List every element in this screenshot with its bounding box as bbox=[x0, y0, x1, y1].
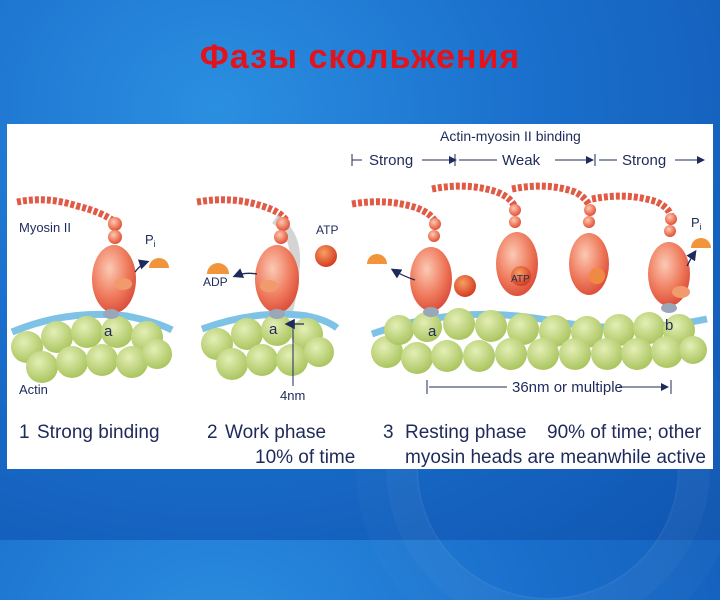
slide-title: Фазы скольжения bbox=[0, 38, 720, 77]
myosin-head-weak bbox=[569, 233, 609, 295]
panel-3-resting-phase bbox=[352, 186, 711, 394]
caption-3b: 90% of time; other bbox=[547, 422, 702, 443]
neck-bead bbox=[108, 217, 122, 231]
caption-3-number: 3 bbox=[383, 422, 394, 443]
myosin-tail bbox=[352, 202, 435, 222]
binding-site-a bbox=[423, 307, 439, 317]
caption-2a: Work phase bbox=[225, 422, 326, 443]
myosin-head bbox=[92, 245, 136, 313]
release-arrow bbox=[687, 252, 695, 266]
phosphate-icon bbox=[149, 258, 169, 268]
myosin-label: Myosin II bbox=[19, 220, 71, 235]
adp-label: ADP bbox=[203, 275, 228, 289]
binding-site-a bbox=[269, 309, 285, 319]
site-a-label-1: a bbox=[104, 323, 113, 340]
neck-bead bbox=[274, 230, 288, 244]
caption-3c: myosin heads are meanwhile active bbox=[405, 447, 706, 468]
site-a-label-2: a bbox=[269, 321, 278, 338]
myosin-tail bbox=[197, 200, 287, 222]
caption-3a: Resting phase bbox=[405, 422, 526, 443]
caption-1-number: 1 bbox=[19, 422, 30, 443]
adp-icon bbox=[207, 263, 229, 274]
phase-strong-1: Strong bbox=[369, 152, 413, 169]
caption-2-number: 2 bbox=[207, 422, 218, 443]
adp-icon bbox=[367, 254, 387, 264]
myosin-head-strong bbox=[410, 247, 452, 311]
actin-myosin-diagram: Actin-myosin II binding Strong Weak Stro… bbox=[7, 124, 713, 469]
myosin-head-weak bbox=[496, 232, 538, 296]
myosin-head bbox=[255, 245, 299, 313]
caption-1: Strong binding bbox=[37, 422, 160, 443]
myosin-tail bbox=[592, 196, 671, 216]
neck-bead bbox=[108, 230, 122, 244]
pi-label-1: Pi bbox=[145, 232, 156, 249]
adp-pocket bbox=[260, 280, 278, 292]
site-a-label-3: a bbox=[428, 323, 437, 340]
myosin-tail bbox=[432, 186, 515, 208]
myosin-tail bbox=[17, 200, 115, 222]
neck-bead bbox=[276, 217, 290, 231]
atp-head-label: ATP bbox=[511, 274, 530, 285]
binding-site-b bbox=[661, 303, 677, 313]
nm-label: 4nm bbox=[280, 388, 305, 403]
pi-label-2: Pi bbox=[691, 215, 702, 232]
phase-weak: Weak bbox=[502, 152, 541, 169]
atp-molecule bbox=[315, 245, 337, 267]
adp-release-arrow bbox=[235, 273, 257, 276]
atp-molecule bbox=[454, 275, 476, 297]
site-b-label: b bbox=[665, 317, 673, 334]
release-arrow bbox=[135, 262, 147, 272]
header-title: Actin-myosin II binding bbox=[440, 128, 581, 144]
diagram-canvas: Actin-myosin II binding Strong Weak Stro… bbox=[7, 124, 713, 469]
caption-2b: 10% of time bbox=[255, 447, 355, 468]
phosphate-icon bbox=[691, 238, 711, 248]
binding-site-a bbox=[103, 309, 119, 319]
atp-label: ATP bbox=[316, 223, 338, 237]
adp-pocket bbox=[114, 278, 132, 290]
phase-strong-2: Strong bbox=[622, 152, 666, 169]
bound-adp-pi bbox=[589, 268, 605, 284]
distance-label: 36nm or multiple bbox=[512, 379, 623, 396]
actin-label: Actin bbox=[19, 382, 48, 397]
myosin-tail bbox=[512, 186, 590, 208]
